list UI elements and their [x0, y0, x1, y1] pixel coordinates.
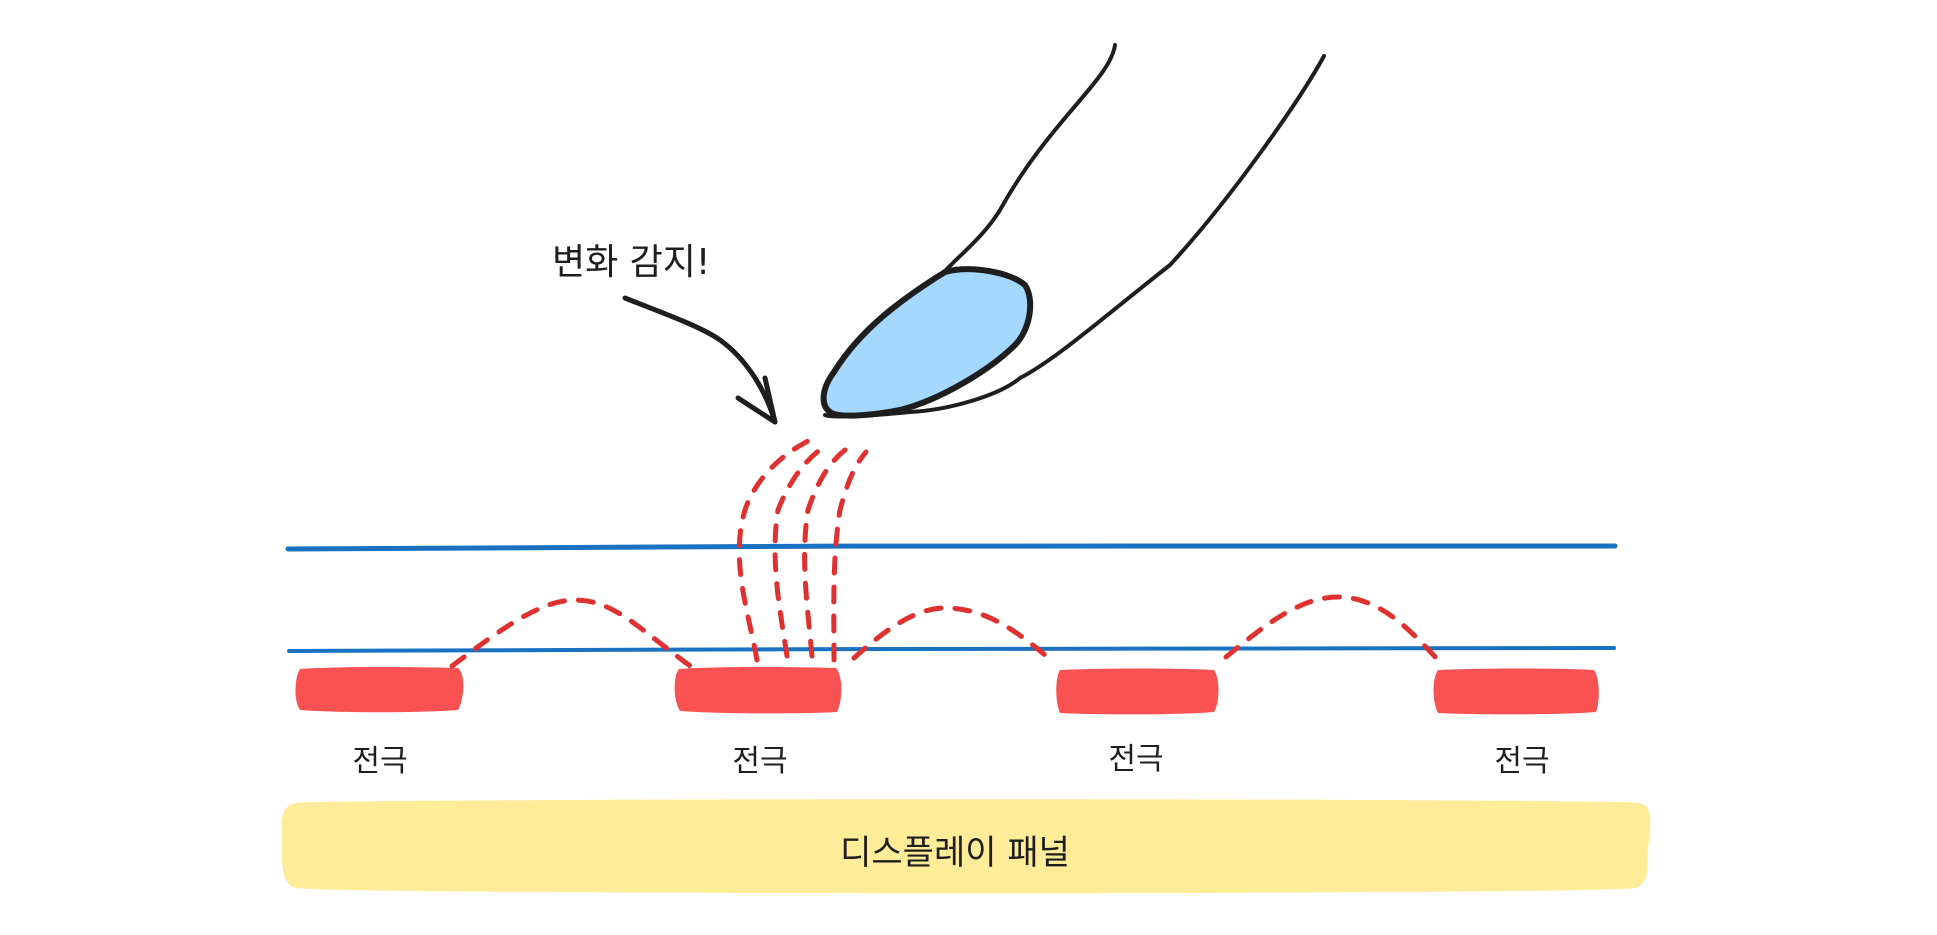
field-line	[802, 447, 848, 659]
fingertip-nail	[820, 266, 1034, 419]
electrode-2: 전극	[674, 667, 842, 779]
arrow-shaft	[622, 295, 778, 425]
finger-field-lines	[736, 437, 869, 663]
electrode-label: 전극	[352, 744, 407, 779]
electrode-4: 전극	[1433, 668, 1599, 779]
electrode-label: 전극	[1494, 744, 1549, 779]
top-layer-line	[285, 542, 1618, 552]
bottom-layer-line	[287, 646, 1616, 653]
electrode-label: 전극	[732, 744, 787, 779]
display-panel-label: 디스플레이 패널	[840, 833, 1070, 873]
detection-arrow	[622, 295, 778, 425]
field-line	[736, 437, 813, 663]
electric-field-arcs	[449, 594, 1443, 671]
arrow-head	[735, 375, 778, 425]
electrode-bar	[674, 667, 842, 714]
electrode-label: 전극	[1108, 742, 1163, 777]
field-arc	[1223, 594, 1443, 665]
field-arc	[851, 605, 1048, 661]
field-line	[772, 443, 828, 659]
electrode-3: 전극	[1056, 668, 1219, 777]
electrode-bar	[1056, 668, 1219, 715]
detection-annotation: 변화 감지!	[552, 242, 710, 283]
finger	[820, 43, 1326, 419]
electrode-1: 전극	[295, 667, 464, 779]
field-arc	[449, 597, 696, 671]
electrode-bar	[295, 667, 464, 713]
field-line	[831, 449, 869, 663]
electrode-bar	[1433, 668, 1599, 715]
display-panel	[281, 799, 1651, 894]
